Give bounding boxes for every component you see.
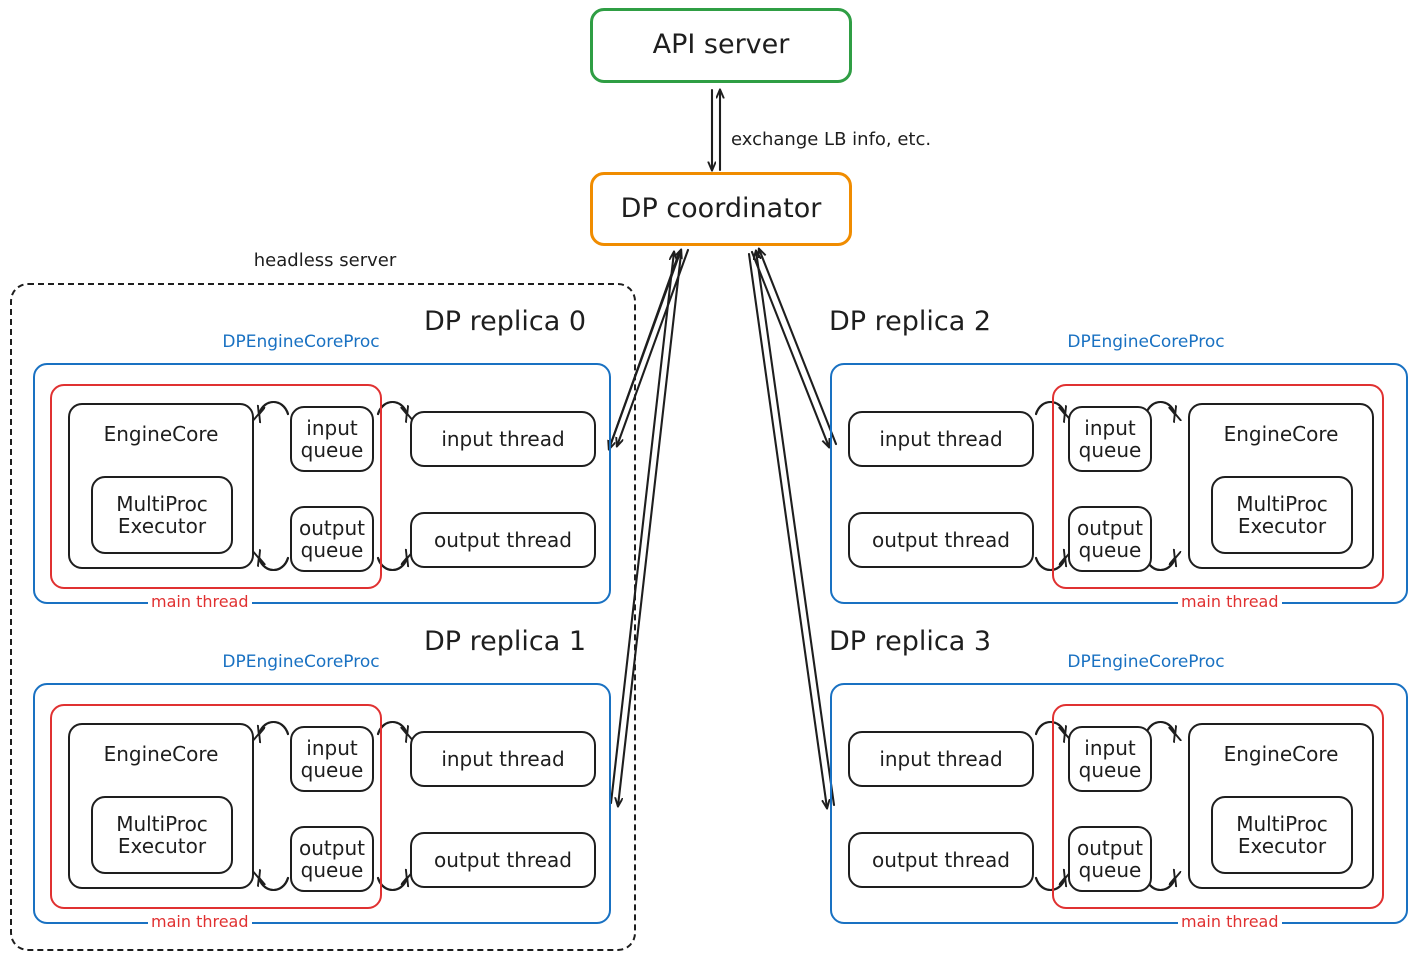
replica-2-multiproc-executor[interactable]: MultiProc Executor: [1211, 476, 1353, 554]
replica-1-output-queue[interactable]: output queue: [290, 826, 374, 892]
replica-1-title: DP replica 1: [424, 626, 587, 657]
replica-3-proc-label: DPEngineCoreProc: [1067, 652, 1225, 672]
replica-3-input-thread[interactable]: input thread: [848, 731, 1034, 787]
api-server-node[interactable]: API server: [590, 8, 852, 83]
replica-3-multiproc-executor[interactable]: MultiProc Executor: [1211, 796, 1353, 874]
replica-0-main-thread-label: main thread: [148, 592, 252, 611]
replica-3-input-queue[interactable]: input queue: [1068, 726, 1152, 792]
replica-1-proc-label: DPEngineCoreProc: [222, 652, 380, 672]
replica-1-input-queue[interactable]: input queue: [290, 726, 374, 792]
replica-1-main-thread-label: main thread: [148, 912, 252, 931]
replica-2-main-thread-label: main thread: [1178, 592, 1282, 611]
replica-2-main-thread-boundary: [1052, 384, 1384, 589]
headless-server-boundary: [10, 283, 636, 951]
replica-2-proc-boundary: [830, 363, 1408, 604]
replica-3-proc-boundary: [830, 683, 1408, 924]
replica-1-multiproc-executor[interactable]: MultiProc Executor: [91, 796, 233, 874]
replica-3-main-thread-boundary: [1052, 704, 1384, 909]
replica-0-output-queue[interactable]: output queue: [290, 506, 374, 572]
replica-0-proc-label: DPEngineCoreProc: [222, 332, 380, 352]
replica-2-output-thread[interactable]: output thread: [848, 512, 1034, 568]
replica-0-output-thread[interactable]: output thread: [410, 512, 596, 568]
edge-coordinator-replica-3: [747, 251, 836, 808]
edge-coordinator-replica-2: [750, 249, 838, 447]
replica-1-main-thread-boundary: [50, 704, 382, 909]
replica-1-output-thread[interactable]: output thread: [410, 832, 596, 888]
replica-0-main-thread-boundary: [50, 384, 382, 589]
edge-label-exchange-lb-info: exchange LB info, etc.: [731, 129, 932, 150]
replica-0-input-queue[interactable]: input queue: [290, 406, 374, 472]
replica-2-proc-label: DPEngineCoreProc: [1067, 332, 1225, 352]
dp-coordinator-node[interactable]: DP coordinator: [590, 172, 852, 246]
replica-0-proc-boundary: [33, 363, 611, 604]
replica-0-multiproc-executor[interactable]: MultiProc Executor: [91, 476, 233, 554]
replica-2-output-queue[interactable]: output queue: [1068, 506, 1152, 572]
headless-server-label: headless server: [253, 250, 397, 271]
replica-1-proc-boundary: [33, 683, 611, 924]
replica-3-output-thread[interactable]: output thread: [848, 832, 1034, 888]
replica-2-input-thread[interactable]: input thread: [848, 411, 1034, 467]
replica-1-input-thread[interactable]: input thread: [410, 731, 596, 787]
edge-api-coordinator: [712, 90, 720, 170]
replica-0-input-thread[interactable]: input thread: [410, 411, 596, 467]
replica-3-title: DP replica 3: [829, 626, 992, 657]
replica-2-title: DP replica 2: [829, 306, 992, 337]
replica-0-title: DP replica 0: [424, 306, 587, 337]
replica-3-output-queue[interactable]: output queue: [1068, 826, 1152, 892]
replica-2-input-queue[interactable]: input queue: [1068, 406, 1152, 472]
replica-3-main-thread-label: main thread: [1178, 912, 1282, 931]
